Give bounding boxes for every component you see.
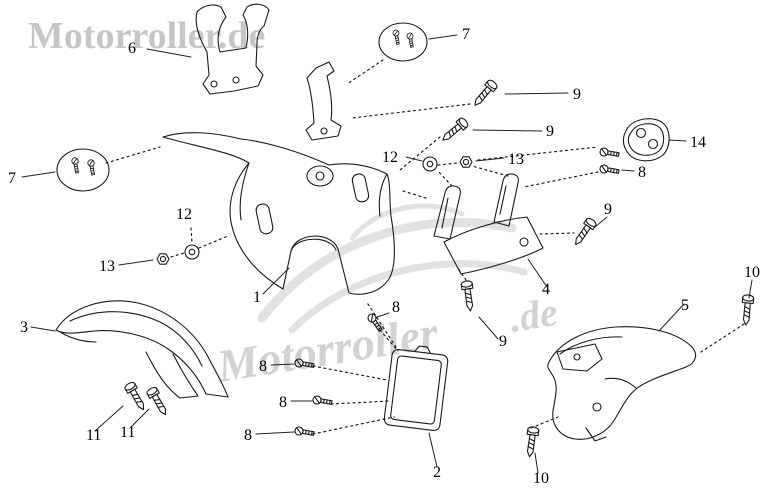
part-7-fastener-set-top <box>378 22 428 62</box>
nut-13-a <box>459 156 473 168</box>
washer-12-a <box>422 156 438 172</box>
watermark-center-de: .de <box>506 289 560 341</box>
part-6-bracket <box>195 3 270 95</box>
screw-9-a <box>470 78 499 110</box>
callout-9-a: 9 <box>573 86 581 103</box>
label-connectors <box>21 34 753 474</box>
screw-11-a <box>123 380 149 413</box>
callout-4: 4 <box>542 281 550 298</box>
screw-9-d <box>460 279 477 313</box>
watermark-swoosh-icon <box>257 217 517 323</box>
part-5-rear-mudguard <box>547 326 697 442</box>
bolt-8-d <box>311 394 334 408</box>
callout-7-top: 7 <box>462 26 470 43</box>
callout-9-b: 9 <box>546 123 554 140</box>
part-7-fastener-set-left <box>56 148 110 192</box>
watermark-center: Motorroller <box>213 307 443 392</box>
callout-8-b: 8 <box>392 299 400 316</box>
callout-8-e: 8 <box>244 427 252 444</box>
screw-10-b <box>523 425 540 459</box>
nut-13-b <box>156 253 170 265</box>
part-14-tail-lamp <box>622 118 670 162</box>
screw-11-b <box>145 385 171 418</box>
callout-8-a: 8 <box>638 164 646 181</box>
callout-3: 3 <box>20 319 28 336</box>
part-3-front-fender <box>55 300 229 399</box>
washer-12-b <box>184 244 200 260</box>
callout-1: 1 <box>253 289 261 306</box>
watermark-layer: Motorroller.de Motorroller .de <box>28 15 561 392</box>
callout-11-b: 11 <box>120 424 135 441</box>
part-1-rear-fender <box>162 61 395 295</box>
callout-9-c: 9 <box>604 201 612 218</box>
callout-13-a: 13 <box>508 151 524 168</box>
screw-10-a <box>739 293 755 326</box>
part-2-plate <box>383 345 449 431</box>
bolt-8-e <box>293 425 316 439</box>
callout-9-d: 9 <box>499 333 507 350</box>
callout-12-a: 12 <box>382 149 398 166</box>
screw-9-b <box>438 116 470 145</box>
callout-13-b: 13 <box>99 258 115 275</box>
dotted-leader-lines <box>105 59 745 435</box>
callout-11-a: 11 <box>86 427 101 444</box>
callout-labels: 6 7 7 9 9 12 13 14 8 12 13 1 4 9 9 10 5 … <box>8 26 760 487</box>
callout-10-b: 10 <box>533 470 549 487</box>
fasteners <box>123 78 755 459</box>
callout-8-c: 8 <box>259 358 267 375</box>
callout-12-b: 12 <box>176 206 192 223</box>
callout-10-a: 10 <box>744 264 760 281</box>
callout-6: 6 <box>128 40 136 57</box>
watermark-swoosh-icon <box>349 203 465 241</box>
callout-8-d: 8 <box>279 394 287 411</box>
callout-5: 5 <box>681 297 689 314</box>
bolt-8-near14-a <box>598 146 621 160</box>
bolt-8-near14-b <box>598 163 621 177</box>
screw-9-c <box>570 216 598 249</box>
part-4-bracket <box>433 173 544 275</box>
callout-7-left: 7 <box>8 170 16 187</box>
callout-14: 14 <box>690 134 706 151</box>
watermark-top-left: Motorroller.de <box>28 15 265 57</box>
callout-2: 2 <box>433 464 441 481</box>
